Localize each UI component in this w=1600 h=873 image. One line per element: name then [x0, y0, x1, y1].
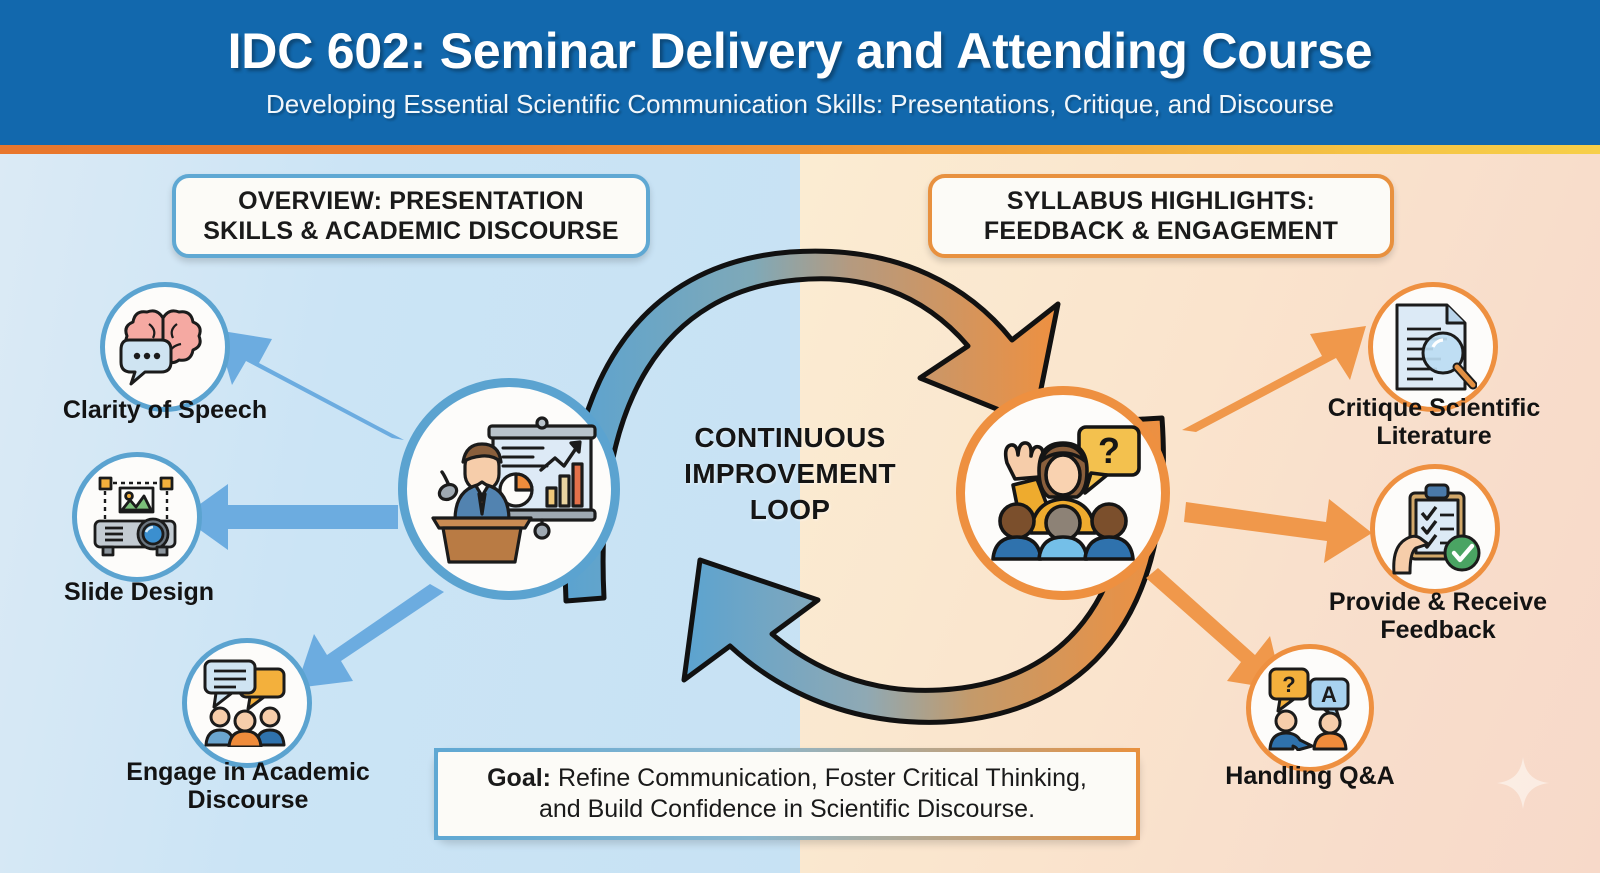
- svg-text:A: A: [1321, 682, 1337, 707]
- right-heading-line-2: FEEDBACK & ENGAGEMENT: [983, 217, 1339, 245]
- satellite-slide-design: [72, 452, 202, 582]
- label-line-1: Slide Design: [63, 578, 215, 606]
- label-line-1: Provide & Receive: [1328, 588, 1548, 616]
- sparkle-decoration-icon: [1497, 757, 1549, 809]
- right-heading-line-1: SYLLABUS HIGHLIGHTS:: [1006, 186, 1316, 215]
- goal-text-line-1: Refine Communication, Foster Critical Th…: [551, 763, 1087, 792]
- document-magnifier-icon: [1395, 303, 1477, 391]
- page-subtitle: Developing Essential Scientific Communic…: [266, 88, 1334, 119]
- left-hub-circle: [398, 378, 620, 600]
- label-line-1: Handling Q&A: [1225, 762, 1395, 790]
- left-heading-line-1: OVERVIEW: PRESENTATION: [238, 186, 584, 215]
- brain-speech-bubble-icon: [119, 309, 202, 386]
- loop-label-line-1: CONTINUOUS: [694, 422, 886, 453]
- svg-text:?: ?: [1282, 672, 1295, 697]
- label-critique-scientific-literature: Critique Scientific Literature: [1296, 394, 1572, 450]
- right-section-heading: SYLLABUS HIGHLIGHTS: FEEDBACK & ENGAGEME…: [928, 174, 1394, 258]
- label-slide-design: Slide Design: [7, 578, 271, 606]
- goal-text-line-2: and Build Confidence in Scientific Disco…: [538, 795, 1036, 823]
- label-engage-academic-discourse: Engage in Academic Discourse: [112, 758, 384, 814]
- presenter-podium-chart-icon: [431, 416, 597, 564]
- loop-label-line-3: LOOP: [749, 493, 831, 525]
- label-provide-receive-feedback: Provide & Receive Feedback: [1300, 588, 1576, 644]
- satellite-engage-academic-discourse: [182, 638, 312, 768]
- header-banner: IDC 602: Seminar Delivery and Attending …: [0, 0, 1600, 145]
- label-line-1: Critique Scientific: [1327, 394, 1541, 422]
- label-clarity-of-speech: Clarity of Speech: [33, 396, 297, 424]
- label-line-1: Engage in Academic: [126, 758, 370, 786]
- left-heading-line-2: SKILLS & ACADEMIC DISCOURSE: [203, 217, 619, 245]
- satellite-critique-scientific-literature: [1368, 282, 1498, 412]
- label-line-2: Feedback: [1380, 616, 1496, 644]
- label-line-2: Literature: [1376, 422, 1492, 450]
- continuous-improvement-loop-label: CONTINUOUS IMPROVEMENT LOOP: [650, 420, 930, 527]
- loop-label-line-2: IMPROVEMENT: [684, 457, 896, 489]
- label-line-1: Clarity of Speech: [62, 396, 268, 424]
- satellite-handling-qa: ? A: [1246, 644, 1374, 772]
- label-handling-qa: Handling Q&A: [1170, 762, 1450, 790]
- satellite-provide-receive-feedback: [1370, 464, 1500, 594]
- page-title: IDC 602: Seminar Delivery and Attending …: [227, 23, 1373, 80]
- projector-image-icon: [93, 476, 177, 557]
- audience-raised-hand-question-icon: ?: [991, 425, 1141, 561]
- left-section-heading: OVERVIEW: PRESENTATION SKILLS & ACADEMIC…: [172, 174, 650, 258]
- right-hub-circle: ?: [956, 386, 1170, 600]
- goal-prefix: Goal:: [487, 763, 552, 792]
- svg-text:?: ?: [1098, 430, 1120, 471]
- label-line-2: Discourse: [187, 786, 309, 814]
- group-discussion-bubbles-icon: [203, 659, 286, 747]
- question-answer-people-icon: ? A: [1268, 667, 1350, 751]
- goal-statement-box: Goal: Refine Communication, Foster Criti…: [434, 748, 1140, 840]
- satellite-clarity-of-speech: [100, 282, 230, 412]
- clipboard-checklist-check-icon: [1392, 483, 1481, 575]
- header-accent-rule: [0, 145, 1600, 154]
